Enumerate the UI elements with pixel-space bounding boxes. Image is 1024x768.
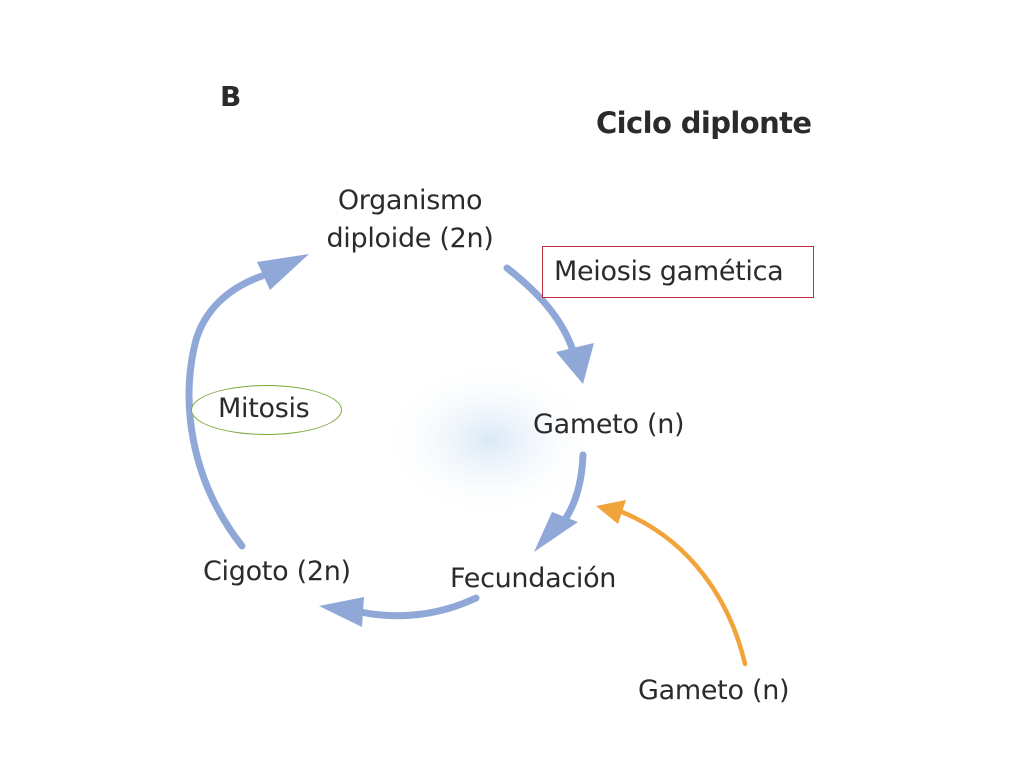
- node-gamete-external: Gameto (n): [638, 675, 790, 706]
- node-organism: Organismo diploide (2n): [312, 182, 508, 258]
- mitosis-label: Mitosis: [218, 393, 310, 424]
- arrow-external-gamete: [619, 509, 748, 667]
- arrowhead-zygote-to-organism: [257, 254, 309, 290]
- node-fertilization: Fecundación: [450, 563, 617, 594]
- meiosis-label: Meiosis gamética: [554, 256, 784, 287]
- arrowhead-gamete-to-fertilization: [534, 512, 578, 552]
- center-glow: [380, 360, 600, 520]
- arrow-organism-to-gamete: [503, 264, 576, 352]
- mitosis-oval: Mitosis: [191, 385, 342, 435]
- arrow-fertilization-to-zygote: [356, 594, 480, 620]
- arrowhead-fertilization-to-zygote: [319, 597, 364, 627]
- arrowhead-external-gamete: [596, 500, 626, 524]
- node-gamete-cycle: Gameto (n): [533, 409, 685, 440]
- node-zygote: Cigoto (2n): [203, 556, 351, 587]
- arrowhead-organism-to-gamete: [556, 343, 594, 384]
- organism-line-1: Organismo: [337, 185, 483, 216]
- panel-letter: B: [220, 80, 242, 113]
- organism-line-2: diploide (2n): [326, 223, 494, 254]
- cycle-title: Ciclo diplonte: [596, 106, 812, 140]
- arrow-zygote-to-organism: [185, 272, 266, 550]
- meiosis-box: Meiosis gamética: [542, 246, 814, 298]
- arrow-gamete-to-fertilization: [562, 451, 587, 522]
